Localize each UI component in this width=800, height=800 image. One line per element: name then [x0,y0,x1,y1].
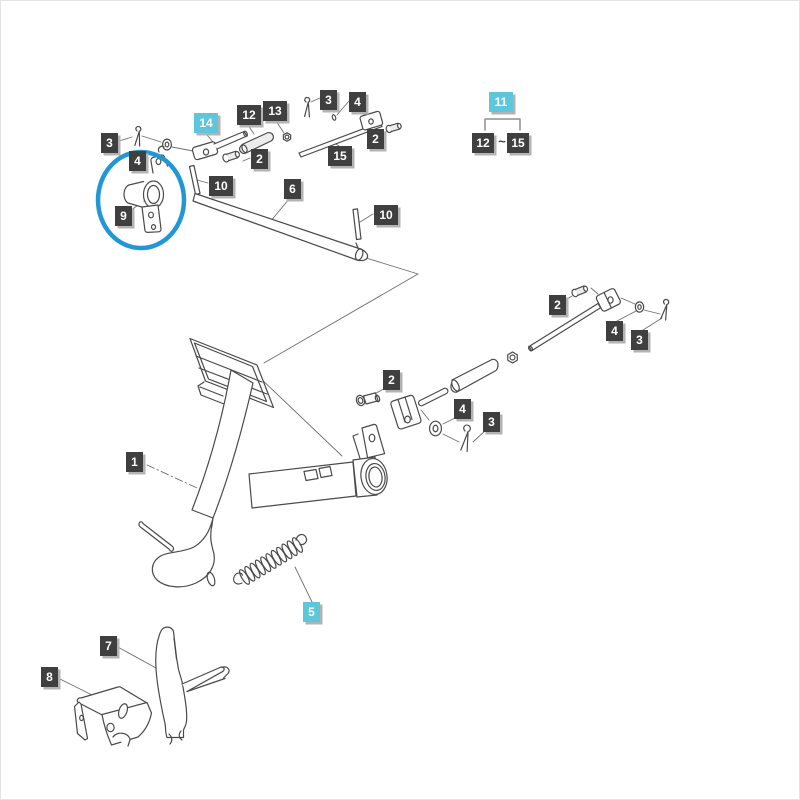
part-label-3: 3 [101,133,118,153]
part-label-4: 4 [454,399,471,419]
part-label-6: 6 [284,179,301,199]
part-label-11: 11 [489,92,513,112]
part-label-9: 9 [115,206,132,226]
part-label-14: 14 [194,113,218,133]
part-label-10: 10 [374,205,398,225]
legend-bracket [484,118,521,131]
part-spring-5 [232,533,308,585]
part-label-7: 7 [100,636,117,656]
part-label-15: 15 [507,133,529,153]
part-label-4: 4 [349,92,366,112]
part-label-10: 10 [209,176,233,196]
part-label-8: 8 [41,667,58,687]
part-group-right-rod [508,283,672,363]
part-group-clevis-link-14 [133,125,248,164]
part-label-1: 1 [126,452,143,472]
part-label-2: 2 [383,370,400,390]
part-label-5: 5 [303,602,320,622]
legend-range-separator: ~ [498,134,506,149]
part-pin-10-right [352,208,362,249]
part-group-center-clevis [355,358,499,453]
part-label-3: 3 [483,412,500,432]
part-label-12: 12 [472,133,494,153]
part-group-rod-15 [239,96,403,158]
part-label-2: 2 [367,129,384,149]
part-bracket-8 [73,686,153,747]
part-label-15: 15 [328,146,352,166]
part-label-2: 2 [549,295,566,315]
part-label-12: 12 [237,105,261,125]
part-label-13: 13 [263,101,287,121]
part-label-4: 4 [606,321,623,341]
part-rod-6 [192,192,369,262]
part-label-2: 2 [251,149,268,169]
part-label-3: 3 [631,330,648,350]
leader-lines [57,97,663,699]
part-pin-10-left [188,164,201,196]
part-label-4: 4 [129,151,146,171]
part-label-3: 3 [320,90,337,110]
part-lever-7 [155,626,230,745]
part-group-pedal-1 [138,337,388,588]
